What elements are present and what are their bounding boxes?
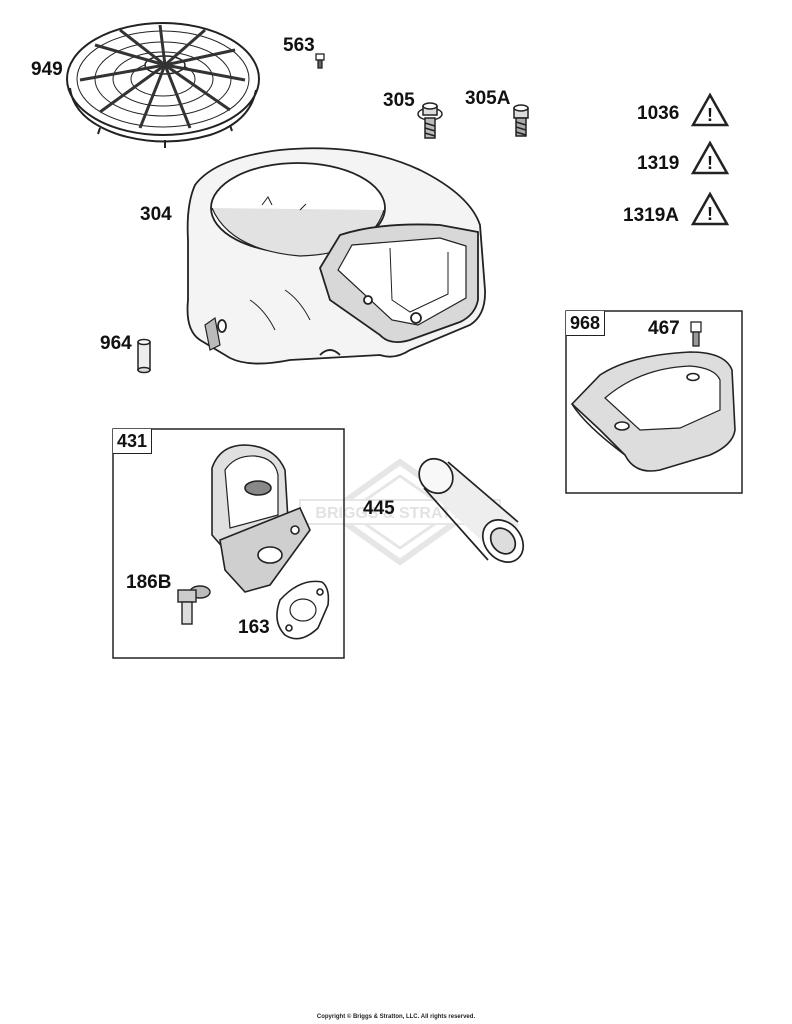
label-305a: 305A <box>465 88 511 109</box>
label-1036: 1036 <box>637 103 680 124</box>
part-305a-bolt <box>513 104 529 137</box>
label-305: 305 <box>383 90 415 111</box>
label-563: 563 <box>283 35 315 56</box>
label-1319: 1319 <box>637 153 680 174</box>
label-445: 445 <box>363 498 395 519</box>
label-968: 968 <box>566 311 606 336</box>
copyright-notice: Copyright © Briggs & Stratton, LLC. All … <box>316 1014 476 1020</box>
part-163-gasket <box>276 580 330 640</box>
warning-triangle-1036-icon: ! <box>690 92 730 127</box>
label-1319a: 1319A <box>623 205 679 226</box>
label-304: 304 <box>140 204 172 225</box>
part-445-filter <box>418 457 525 563</box>
part-563-screw <box>315 53 325 69</box>
label-163: 163 <box>238 617 270 638</box>
warning-triangle-1319a-icon: ! <box>690 191 730 226</box>
part-431-box <box>112 428 345 659</box>
part-968-shroud <box>570 351 736 472</box>
part-968-box <box>565 310 743 494</box>
label-949: 949 <box>31 59 63 80</box>
part-964-pin <box>137 338 151 374</box>
warning-symbol: ! <box>707 153 713 173</box>
warning-symbol: ! <box>707 105 713 125</box>
part-431-air-cleaner-base <box>211 444 311 593</box>
part-186b-fitting <box>177 585 211 625</box>
part-304-blower-housing <box>186 147 486 365</box>
label-431: 431 <box>113 429 153 454</box>
part-305-bolt <box>417 102 443 139</box>
warning-triangle-1319-icon: ! <box>690 140 730 175</box>
part-467-clip <box>690 321 702 347</box>
label-467: 467 <box>648 318 680 339</box>
part-949-grille <box>66 22 260 148</box>
label-186b: 186B <box>126 572 172 593</box>
label-964: 964 <box>100 333 132 354</box>
warning-symbol: ! <box>707 204 713 224</box>
